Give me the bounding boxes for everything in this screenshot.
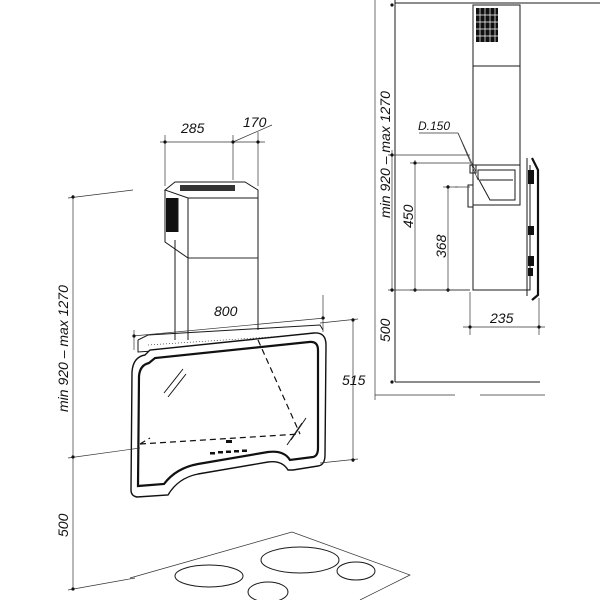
dim-hood-height: 515 (342, 372, 366, 388)
control-button (210, 452, 215, 455)
dim-clearance-side: 500 (377, 318, 393, 342)
chimney-body (164, 190, 259, 340)
dim-total-height-front: min 920 – max 1270 (55, 285, 71, 412)
dimension-side-height-outer (410, 160, 470, 292)
dim-clearance-front: 500 (55, 513, 71, 537)
hidden-filter-line (139, 339, 301, 445)
burner (174, 564, 244, 588)
dimension-hood-height (319, 318, 359, 464)
chimney-vent-grille (166, 198, 178, 232)
burner (260, 546, 340, 574)
power-button (226, 440, 232, 443)
dimension-total-height-front (67, 189, 141, 591)
hood-top-edge (137, 324, 324, 341)
dimension-chimney (160, 124, 273, 186)
glass-side-profile (531, 157, 540, 301)
dim-total-height-side: min 920 – max 1270 (377, 91, 393, 218)
control-button (218, 451, 223, 454)
chimney-side (472, 4, 521, 166)
dimension-total-height-side (388, 3, 470, 384)
dim-hood-width: 800 (214, 303, 238, 319)
control-button (226, 450, 231, 453)
dim-side-height-inner: 368 (433, 234, 449, 258)
dim-side-height-outer: 450 (400, 204, 416, 228)
control-panel (210, 440, 247, 455)
dim-chimney-depth: 170 (243, 114, 267, 130)
hood-glass-panel (130, 332, 327, 498)
front-view: 285 170 800 515 m (55, 114, 411, 600)
control-button (242, 449, 247, 452)
side-view: D.150 450 368 235 (374, 0, 600, 400)
dim-chimney-width: 285 (180, 120, 205, 136)
burner (247, 581, 289, 600)
control-button (234, 450, 239, 453)
chimney-vent-side (476, 8, 498, 42)
hood-glass-inner-border (136, 340, 320, 488)
cooktop (129, 531, 411, 600)
dim-side-depth: 235 (489, 310, 514, 326)
dimension-side-depth (463, 292, 545, 335)
glass-reflection (163, 368, 187, 398)
dimension-hood-width (132, 295, 326, 350)
chimney-top-shade (180, 185, 235, 191)
burner (336, 561, 376, 581)
dim-duct-diameter: D.150 (418, 119, 450, 133)
